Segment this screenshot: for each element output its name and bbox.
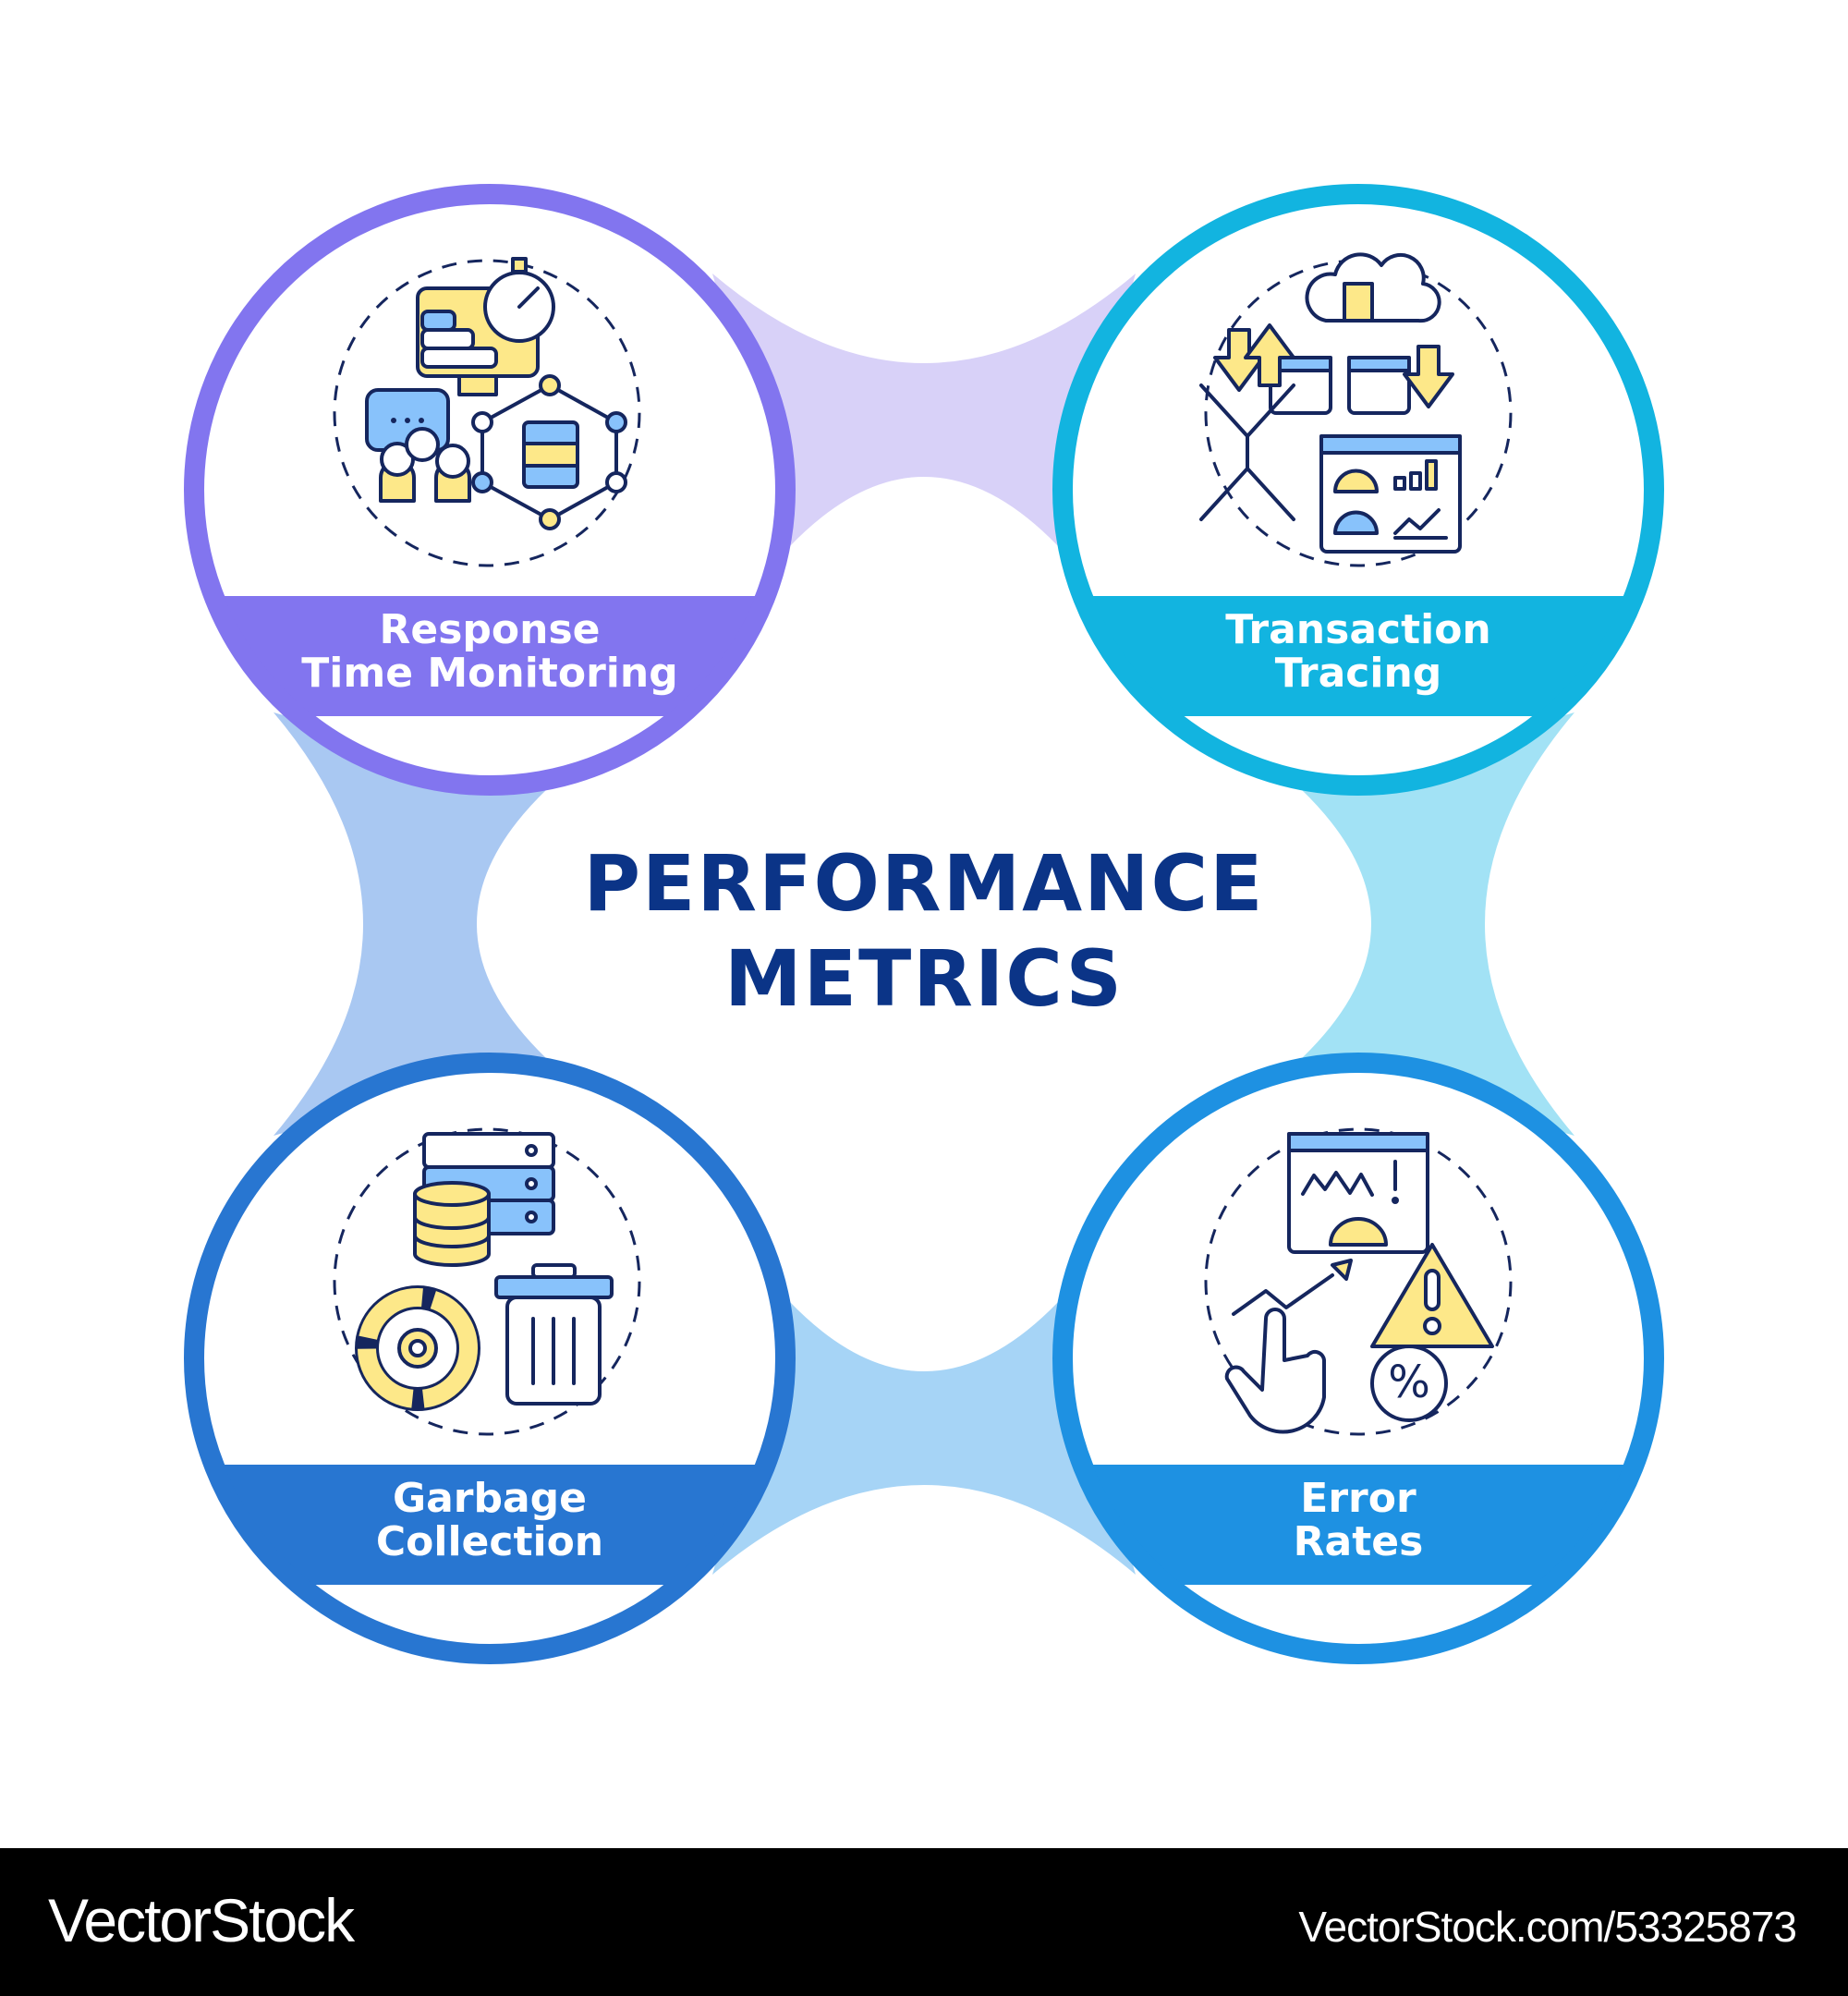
percent-glyph: % [1388, 1357, 1430, 1408]
brand-logo: VectorStock [48, 1886, 355, 1954]
metric-transaction-tracing: Transaction Tracing [1052, 184, 1664, 796]
performance-metrics-diagram: Response Time Monitoring [184, 184, 1664, 1664]
metric-error-rates: Error Rates % [1052, 1053, 1664, 1664]
response-time-icon [333, 257, 641, 567]
watermark-footer: VectorStock VectorStock.com/53325873 [0, 1848, 1848, 1996]
page-title-line2: METRICS [724, 933, 1124, 1024]
error-rates-icon: % [1204, 1127, 1513, 1436]
page-title-line1: PERFORMANCE [583, 838, 1264, 929]
metric-garbage-collection: Garbage Collection [184, 1053, 796, 1664]
garbage-collection-icon [333, 1127, 641, 1436]
metric-label-line2: Tracing [1275, 650, 1442, 697]
metric-label-line1: Response [380, 606, 601, 653]
connector-right [1301, 712, 1574, 1136]
metric-label-line2: Rates [1294, 1518, 1424, 1565]
transaction-tracing-icon [1199, 252, 1513, 567]
image-url: VectorStock.com/53325873 [1298, 1903, 1797, 1951]
connector-bottom [712, 1301, 1136, 1575]
connector-top [712, 274, 1136, 547]
connector-left [274, 712, 547, 1136]
metric-label-line1: Garbage [393, 1475, 587, 1522]
metric-response-time: Response Time Monitoring [184, 184, 796, 796]
metric-label-line2: Time Monitoring [301, 650, 677, 697]
metric-label-line2: Collection [376, 1518, 603, 1565]
metric-label-line1: Error [1300, 1475, 1416, 1522]
metric-label-line1: Transaction [1225, 606, 1491, 653]
